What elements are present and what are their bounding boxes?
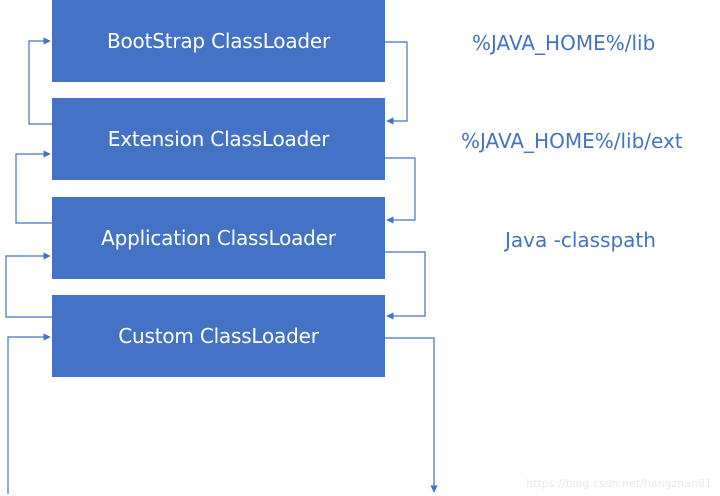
- arrow-bootstrap-to-extension: [385, 41, 408, 125]
- bootstrap-classloader-label: BootStrap ClassLoader: [106, 29, 331, 53]
- arrow-application-to-custom: [385, 251, 426, 320]
- arrow-extension-to-application: [385, 157, 416, 224]
- arrow-extension-to-bootstrap: [28, 37, 52, 125]
- extension-classloader-label: Extension ClassLoader: [107, 127, 330, 151]
- extension-path-label: %JAVA_HOME%/lib/ext: [461, 129, 683, 153]
- custom-classloader-box: Custom ClassLoader: [52, 295, 385, 377]
- arrow-application-to-extension: [15, 150, 52, 224]
- application-classloader-label: Application ClassLoader: [101, 226, 336, 250]
- arrow-custom-down: [385, 337, 438, 493]
- arrow-custom-to-application: [5, 252, 52, 318]
- extension-classloader-box: Extension ClassLoader: [52, 98, 385, 180]
- application-classloader-box: Application ClassLoader: [52, 197, 385, 279]
- application-path-label: Java -classpath: [505, 228, 656, 252]
- bootstrap-classloader-box: BootStrap ClassLoader: [52, 0, 385, 82]
- arrow-bottom-to-custom: [7, 333, 51, 494]
- bootstrap-path-label: %JAVA_HOME%/lib: [472, 31, 656, 55]
- watermark-text: https://blog.csdn.net/hangzhan81: [526, 477, 712, 490]
- custom-classloader-label: Custom ClassLoader: [118, 324, 319, 348]
